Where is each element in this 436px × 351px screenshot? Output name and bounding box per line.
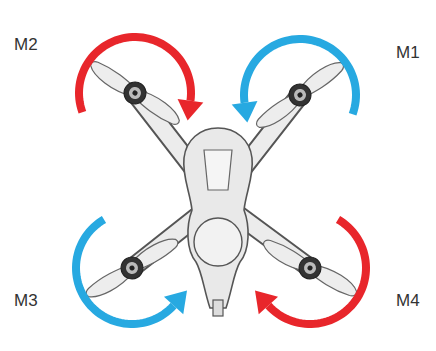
motor-label: M4 [396,292,420,309]
propeller [250,56,349,135]
tail [213,300,223,316]
fuselage [184,128,253,308]
rotation-arrow [244,39,356,114]
motor-cap [127,85,144,102]
motor-label: M2 [14,36,38,53]
propeller [85,54,184,133]
motor-hub [285,80,316,111]
motor-shaft [307,265,314,272]
arrowhead [178,99,204,121]
arrowhead [164,291,187,315]
arrowhead [232,101,258,123]
motor-hub [120,78,151,109]
motor-hub [295,253,325,283]
motor-label: M3 [14,292,38,309]
motor-cap [124,260,140,276]
rotation-arrow [76,220,174,324]
rotation-arrow [79,37,191,112]
motor-shaft [297,92,304,99]
motor-cap [292,87,309,104]
motor-cap [302,260,318,276]
body [184,128,253,316]
rotation-arrow [268,220,366,324]
propeller [259,232,361,304]
canopy [204,150,232,190]
arms [132,93,310,268]
battery-dome [194,218,242,266]
arrowhead [255,291,278,315]
motor-label: M1 [396,44,420,61]
motor-shaft [129,265,136,272]
motor-shaft [132,90,139,97]
propeller [81,232,183,304]
motor-hub [117,253,147,283]
